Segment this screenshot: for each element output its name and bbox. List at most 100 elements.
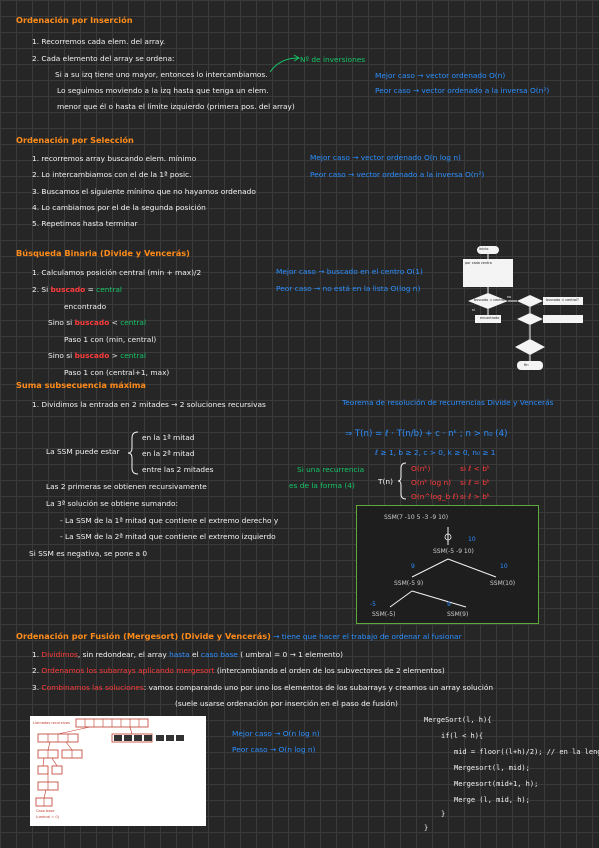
binaria-sinosi-2: Sino si — [48, 351, 73, 360]
ssm-opt3: entre las 2 mitades — [142, 465, 214, 474]
ssm-title: Suma subsecuencia máxima — [16, 380, 146, 390]
fusion-mergesort: mergesort — [176, 666, 215, 675]
seleccion-step2: 2. Lo intercambiamos con el de la 1ª pos… — [32, 170, 192, 179]
teorema-case3: O(n^log_b ℓ) — [411, 492, 459, 501]
binaria-buscado-2: buscado — [74, 318, 110, 327]
code-line-5: Mergesort(mid+1, h); — [454, 780, 539, 788]
fusion-title-line: Ordenación por Fusión (Mergesort) (Divid… — [16, 632, 462, 640]
code-line-3: mid = floor((l+h)/2); // en la lengu — [454, 748, 599, 756]
seleccion-step4: 4. Lo cambiamos por el de la segunda pos… — [32, 203, 206, 212]
fusion-step2: 2. Ordenamos los subarrays aplicando mer… — [32, 667, 445, 674]
insercion-title: Ordenación por Inserción — [16, 15, 133, 25]
code-line-4: Mergesort(l, mid); — [454, 764, 530, 772]
insercion-line1: Si a su izq tiene uno mayor, entonces lo… — [55, 70, 268, 79]
ssm-opt2: en la 2ª mitad — [142, 449, 195, 458]
tree-leaf-left: SSM(-5) — [372, 611, 396, 618]
teorema-formula: ⇒ T(n) = ℓ · T(n/b) + c · nᵏ ; n > n₀ (4… — [345, 429, 508, 439]
insercion-worst: Peor caso → vector ordenado a la inversa… — [375, 86, 550, 95]
binaria-si: 2. Si — [32, 285, 49, 294]
ssm-opt1: en la 1ª mitad — [142, 433, 195, 442]
teorema-case1-cond: si ℓ < bᵏ — [460, 464, 491, 473]
binaria-best: Mejor caso → buscado en el centro O(1) — [276, 267, 423, 276]
ssm-brace-icon — [128, 431, 139, 475]
teorema-case1: O(nᵏ) — [411, 464, 431, 473]
fusion-step3-note: (suele usarse ordenación por inserción e… — [175, 699, 398, 708]
ssm-estar: La SSM puede estar — [46, 447, 120, 456]
binaria-sinosi: Sino si — [48, 318, 73, 327]
flow-found: encontrado — [480, 316, 500, 320]
binaria-central: central — [96, 285, 122, 294]
mergesort-diagram: Llamadas recursivas Caso base (umbral = … — [30, 716, 206, 826]
fusion-step1-num: 1. — [32, 650, 40, 659]
flow-cmp2: buscado < central? — [546, 298, 579, 302]
fusion-step3-num: 3. — [32, 683, 40, 692]
binaria-buscado-3: buscado — [74, 351, 110, 360]
code-line-6: Merge (l, mid, h); — [454, 796, 530, 804]
tree-mid: SSM(-5 -9 10) — [433, 548, 474, 555]
binaria-eq: = — [87, 285, 94, 294]
binaria-central-3: central — [120, 351, 147, 360]
tree-root: SSM(7 -10 5 -3 -9 10) — [384, 514, 449, 521]
binaria-step1: 1. Calculamos posición central (min + ma… — [32, 268, 202, 277]
fusion-step1: 1. Dividimos, sin redondear, el array ha… — [32, 651, 343, 658]
mergesort-diagram-svg — [35, 718, 184, 807]
binaria-flowchart — [463, 246, 583, 370]
tree-left: SSM(-5 9) — [394, 580, 424, 587]
fusion-title: Ordenación por Fusión (Mergesort) (Divid… — [16, 631, 271, 641]
tree-note-5: 9 — [447, 601, 451, 608]
teorema-case3-cond: si ℓ > bᵏ — [460, 492, 491, 501]
binaria-step3: Sino si buscado < central — [48, 319, 146, 326]
fusion-dividimos: Dividimos — [41, 650, 78, 659]
insercion-step1: 1. Recorremos cada elem. del array. — [32, 37, 166, 46]
insercion-line2: Lo seguimos moviendo a la izq hasta que … — [57, 86, 269, 95]
flow-cmp1: buscado = central? — [474, 298, 507, 302]
mergesort-label-1: Llamadas recursivas — [33, 721, 70, 725]
binaria-gt: > — [111, 351, 118, 360]
seleccion-worst: Peor caso → vector ordenado a la inversa… — [310, 170, 485, 179]
ssm-tree-lines — [389, 527, 497, 608]
fusion-step3: 3. Combinamos las soluciones: vamos comp… — [32, 684, 493, 691]
fusion-caso-base: caso base — [200, 650, 238, 659]
insercion-line3: menor que él o hasta el límite izquierdo… — [57, 102, 295, 111]
tree-right: SSM(10) — [490, 580, 516, 587]
teorema-brace-icon — [398, 462, 407, 500]
ssm-tree-panel — [356, 505, 539, 624]
ssm-step4: - La SSM de la 1ª mitad que contiene el … — [60, 516, 279, 525]
tree-note-1: 10 — [468, 536, 476, 543]
fusion-el: el — [191, 650, 199, 659]
code-line-8: } — [424, 824, 429, 832]
binaria-paso-min: Paso 1 con (min, central) — [64, 335, 157, 344]
tree-leaf-right: SSM(9) — [447, 611, 469, 618]
flow-start: inicio — [479, 247, 489, 251]
teorema-case2: O(nᵏ log n) — [411, 478, 452, 487]
flow-box: por cada centro — [465, 261, 492, 265]
binaria-encontrado: encontrado — [64, 302, 107, 311]
insercion-best: Mejor caso → vector ordenado O(n) — [375, 71, 506, 80]
teorema-tn: T(n) — [378, 477, 393, 486]
seleccion-best: Mejor caso → vector ordenado O(n log n) — [310, 153, 461, 162]
inversiones-arrow-icon — [269, 54, 300, 73]
fusion-worst: Peor caso → O(n log n) — [232, 745, 316, 754]
insercion-inversiones: Nº de inversiones — [300, 55, 366, 64]
insercion-step2: 2. Cada elemento del array se ordena: — [32, 54, 175, 63]
fusion-combinamos: Combinamos las soluciones — [41, 683, 144, 692]
fusion-arrow-note: → tiene que hacer el trabajo de ordenar … — [273, 632, 462, 641]
fusion-best: Mejor caso → O(n log n) — [232, 729, 320, 738]
binaria-title: Búsqueda Binaria (Divide y Vencerás) — [16, 248, 190, 258]
ssm-step3: La 3ª solución se obtiene sumando: — [46, 499, 178, 508]
ssm-step1: 1. Dividimos la entrada en 2 mitades → 2… — [32, 400, 266, 409]
binaria-lt: < — [111, 318, 118, 327]
fusion-step3-text: : vamos comparando uno por uno los eleme… — [143, 683, 494, 692]
seleccion-step3: 3. Buscamos el siguiente mínimo que no h… — [32, 187, 256, 196]
tree-note-2: 9 — [411, 563, 415, 570]
fusion-ordenamos: Ordenamos los subarrays aplicando — [41, 666, 174, 675]
mergesort-label-3: (umbral = 0) — [36, 815, 60, 819]
tree-note-3: 10 — [500, 563, 508, 570]
binaria-step5: Sino si buscado > central — [48, 352, 146, 359]
fusion-hasta: hasta — [169, 650, 190, 659]
tree-note-4: -5 — [370, 601, 376, 608]
flow-yes: si — [472, 308, 475, 312]
seleccion-step5: 5. Repetimos hasta terminar — [32, 219, 138, 228]
seleccion-step1: 1. recorremos array buscando elem. mínim… — [32, 154, 197, 163]
ssm-step5: - La SSM de la 2ª mitad que contiene el … — [60, 532, 276, 541]
